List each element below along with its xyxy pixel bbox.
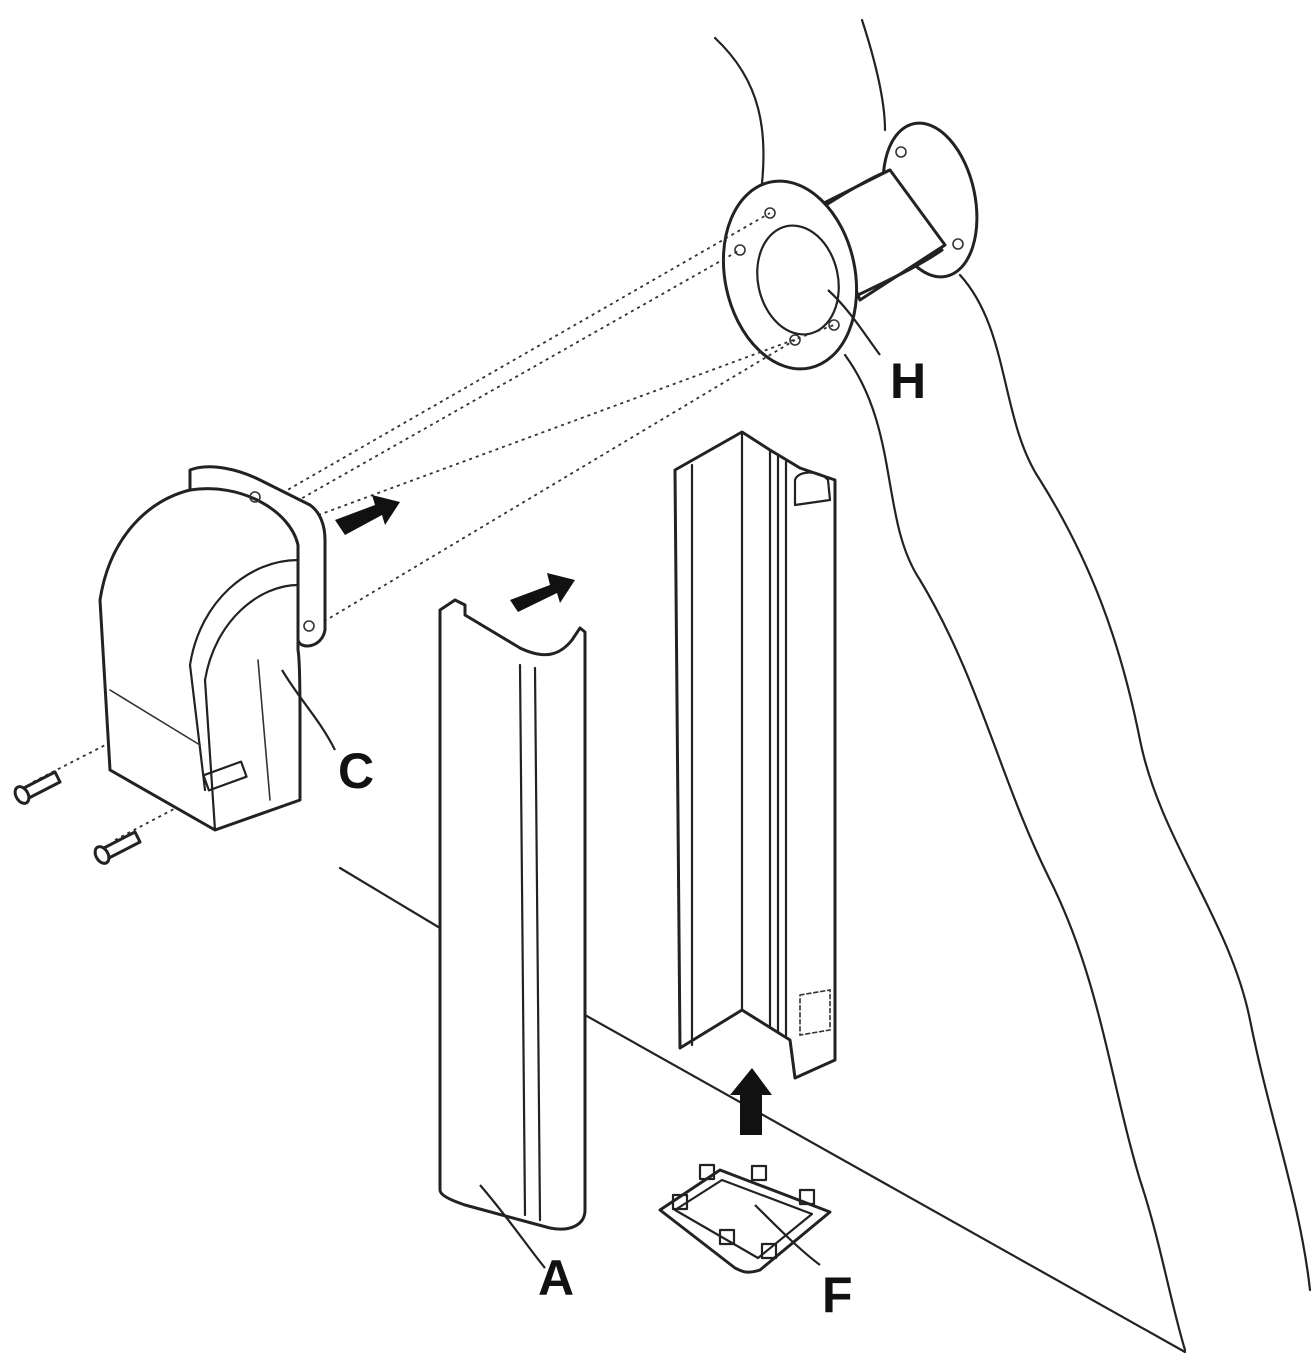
label-c: C [338,743,374,799]
arrow-icon [335,495,772,1135]
label-a: A [538,1250,574,1306]
screw-icon [13,770,142,865]
duct-base [673,430,837,1080]
wall-pipe-flange [721,121,979,371]
leader-line-h [827,289,881,356]
duct-cover [438,598,587,1269]
end-cap [658,1163,832,1274]
label-f: F [822,1267,853,1323]
wall-cover [98,465,336,832]
wall [338,18,1312,1354]
label-h: H [890,353,926,409]
